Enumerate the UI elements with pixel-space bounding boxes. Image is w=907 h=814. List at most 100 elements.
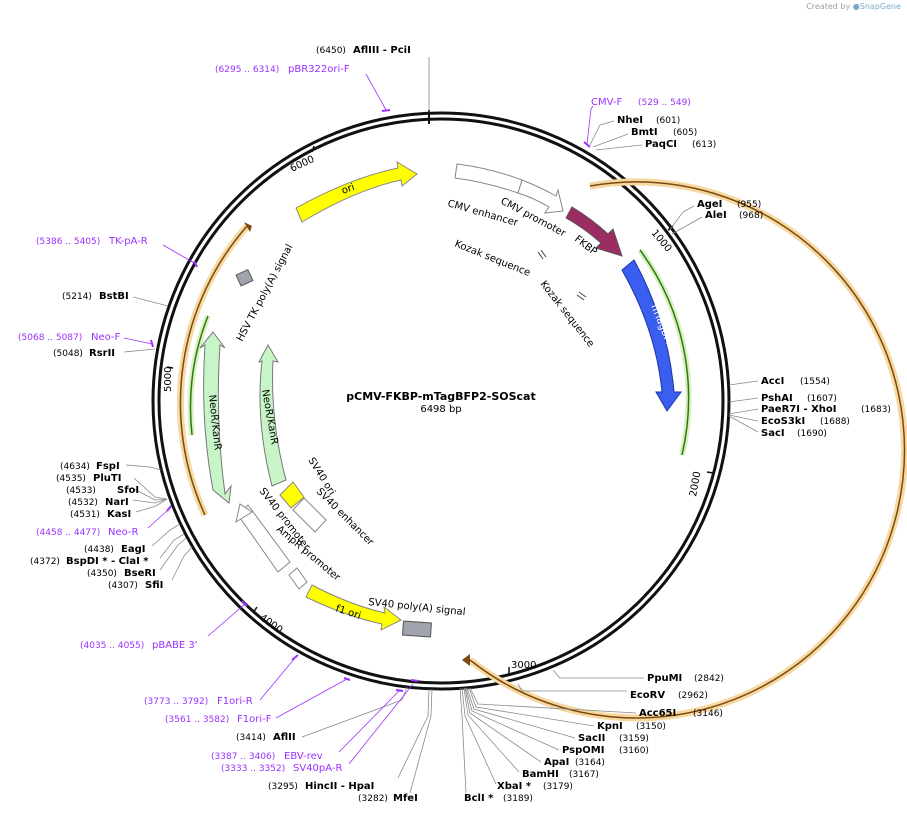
svg-text:2000: 2000: [688, 471, 703, 498]
svg-text:NarI: NarI: [105, 497, 129, 508]
svg-text:(5386 .. 5405): (5386 .. 5405): [36, 237, 100, 247]
orf-arc-main-line: [469, 181, 906, 719]
svg-text:EcoRV: EcoRV: [630, 690, 665, 701]
feature-neor-outer: [199, 331, 232, 504]
site-bseri: BseRI (4350): [87, 537, 187, 579]
svg-text:Neo-F: Neo-F: [91, 332, 121, 343]
site-apai: ApaI (3164): [464, 687, 605, 768]
site-kpni: KpnI(3150): [468, 687, 666, 732]
svg-text:BmtI: BmtI: [631, 127, 658, 138]
feature-ampr-promoter: [288, 567, 308, 590]
svg-text:CMV-F: CMV-F: [591, 97, 622, 108]
svg-text:F1ori-R: F1ori-R: [217, 696, 253, 707]
svg-text:MfeI: MfeI: [393, 793, 418, 804]
svg-text:TK-pA-R: TK-pA-R: [108, 236, 148, 247]
feature-ori-label: ori: [340, 182, 356, 197]
svg-text:RsrII: RsrII: [89, 348, 115, 359]
site-pshai: PshAI(1607): [728, 393, 837, 404]
svg-text:BamHI: BamHI: [522, 769, 559, 780]
tick-2000: 2000: [688, 471, 714, 498]
svg-text:(3387 .. 3406): (3387 .. 3406): [211, 752, 275, 762]
svg-text:(3150): (3150): [636, 722, 666, 732]
site-pluti: PluTI (4535): [56, 473, 168, 500]
svg-text:(3773 .. 3792): (3773 .. 3792): [144, 697, 208, 707]
credit-prefix: Created by: [806, 2, 851, 11]
svg-text:(4531): (4531): [70, 510, 100, 520]
feature-kozak-1-label: Kozak sequence: [453, 239, 532, 279]
svg-text:AccI: AccI: [761, 376, 784, 387]
plasmid-name: pCMV-FKBP-mTagBFP2-SOScat: [346, 390, 535, 403]
snapgene-credit: Created by ●SnapGene: [806, 2, 901, 11]
svg-text:3000: 3000: [511, 660, 536, 671]
site-sacii: SacII(3159): [466, 687, 649, 744]
feature-hsv-tk-polya: [235, 268, 254, 287]
svg-text:PluTI: PluTI: [93, 473, 121, 484]
site-nari: NarI (4532): [68, 497, 168, 508]
svg-text:SfiI: SfiI: [145, 580, 163, 591]
orf-arc-left-green-line: [189, 315, 209, 436]
feature-hsv-tk-polya-label: HSV TK poly(A) signal: [235, 243, 296, 344]
svg-text:(601): (601): [656, 116, 680, 126]
primer-neo-f: (5068 .. 5087) Neo-F: [18, 332, 154, 348]
svg-text:PpuMI: PpuMI: [647, 673, 682, 684]
feature-fkbp: [565, 206, 623, 257]
svg-text:PshAI: PshAI: [761, 393, 793, 404]
orf-arc-left-line: [179, 224, 249, 516]
site-hincii-hpai: HincII - HpaI (3295): [268, 688, 430, 792]
svg-text:FspI: FspI: [96, 461, 120, 472]
snapgene-logo-icon: ●: [852, 2, 860, 11]
svg-text:(5214): (5214): [62, 292, 92, 302]
primer-f1ori-r: (3773 .. 3792) F1ori-R: [144, 654, 299, 707]
svg-text:(3333 .. 3352): (3333 .. 3352): [221, 764, 285, 774]
feature-kozak-2-label: Kozak sequence: [538, 279, 596, 349]
site-bstbi: BstBI(5214): [62, 291, 169, 307]
site-pspomi: PspOMI(3160): [465, 687, 649, 756]
site-aflii: AflII(3414): [236, 686, 408, 743]
orf-arc-main-head: [462, 654, 470, 666]
svg-text:BseRI: BseRI: [124, 568, 156, 579]
svg-text:BspDI * - ClaI *: BspDI * - ClaI *: [66, 556, 149, 567]
feature-sv40-enhancer: [292, 497, 327, 533]
svg-text:(1683): (1683): [861, 405, 891, 415]
svg-text:(3414): (3414): [236, 733, 266, 743]
plasmid-size: 6498 bp: [420, 404, 461, 415]
svg-text:(3164): (3164): [575, 758, 605, 768]
svg-text:EagI: EagI: [121, 544, 145, 555]
tick-5000: 5000: [163, 366, 174, 392]
svg-text:pBR322ori-F: pBR322ori-F: [288, 64, 350, 75]
site-xbai: XbaI *(3179): [461, 687, 573, 792]
svg-text:(3146): (3146): [693, 709, 723, 719]
feature-f1-ori: [305, 584, 402, 631]
svg-text:Acc65I: Acc65I: [639, 708, 676, 719]
svg-text:AflIII - PciI: AflIII - PciI: [353, 45, 411, 56]
svg-text:(3189): (3189): [503, 794, 533, 804]
svg-text:(4307): (4307): [108, 581, 138, 591]
svg-text:(4532): (4532): [68, 498, 98, 508]
svg-text:ApaI: ApaI: [544, 757, 569, 768]
svg-text:EBV-rev: EBV-rev: [284, 751, 323, 762]
primer-cmv-f: CMV-F (529 .. 549): [583, 97, 691, 148]
svg-text:(1554): (1554): [800, 377, 830, 387]
svg-text:(6450): (6450): [316, 46, 346, 56]
svg-text:(3561 .. 3582): (3561 .. 3582): [165, 715, 229, 725]
svg-text:(4533): (4533): [66, 486, 96, 496]
svg-text:(4535): (4535): [56, 474, 86, 484]
svg-text:(3295): (3295): [268, 782, 298, 792]
svg-text:(605): (605): [673, 128, 697, 138]
backbone-outer: [151, 111, 731, 691]
svg-text:(2842): (2842): [694, 674, 724, 684]
svg-text:(4458 .. 4477): (4458 .. 4477): [36, 528, 100, 538]
site-acc65i: Acc65I (3146): [469, 687, 723, 719]
svg-text:(3167): (3167): [569, 770, 599, 780]
svg-text:(5068 .. 5087): (5068 .. 5087): [18, 333, 82, 343]
svg-text:HincII - HpaI: HincII - HpaI: [305, 781, 374, 792]
svg-text:F1ori-F: F1ori-F: [237, 714, 272, 725]
svg-text:(4350): (4350): [87, 569, 117, 579]
svg-text:pBABE 3': pBABE 3': [152, 640, 198, 651]
site-sfii: SfiI (4307): [108, 546, 193, 591]
kozak-marker-2: [578, 291, 587, 298]
feature-neor-inner: [257, 343, 287, 487]
primer-pbabe-3: (4035 .. 4055) pBABE 3': [80, 600, 248, 651]
svg-text:(3179): (3179): [543, 782, 573, 792]
svg-text:SacI: SacI: [761, 428, 785, 439]
